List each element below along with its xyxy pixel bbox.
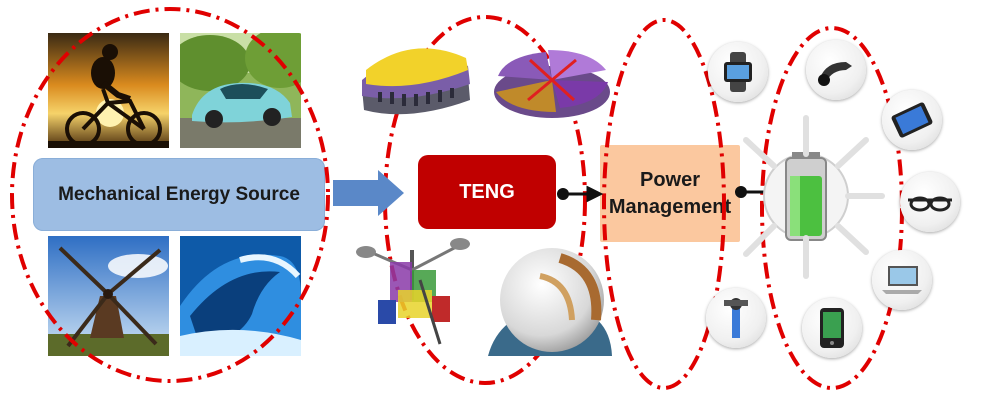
smartwatch-icon [708,42,768,102]
power-label-line1: Power [639,168,701,191]
cyclist-photo [48,33,169,148]
rotary-teng-icon [494,50,610,118]
gps-device-icon [802,298,862,358]
teng-connector-dot [557,188,569,200]
power-label-line2: Management [608,195,732,218]
teng-to-power-arrowhead [586,185,604,203]
mechanical-energy-source-label: Mechanical Energy Source [58,183,300,205]
ocean-wave-photo [180,236,301,356]
mechanical-energy-source-box: Mechanical Energy Source [33,158,325,231]
wind-cup-teng-icon [356,238,470,345]
layered-teng-icon [362,48,470,115]
smartphone-icon [882,90,942,150]
battery-icon [763,152,849,241]
teng-box: TENG [418,155,556,229]
smart-glasses-icon [900,172,960,232]
sensor-icon [706,288,766,348]
sphere-teng-icon [488,248,612,356]
power-to-battery-arrowhead [764,183,782,201]
laptop-icon [872,250,932,310]
car-photo [180,33,301,148]
source-to-teng-arrow [333,170,404,216]
windmill-photo [48,236,169,356]
power-management-box: Power Management [600,145,740,242]
bluetooth-headset-icon [806,40,866,100]
teng-label: TENG [459,180,515,203]
